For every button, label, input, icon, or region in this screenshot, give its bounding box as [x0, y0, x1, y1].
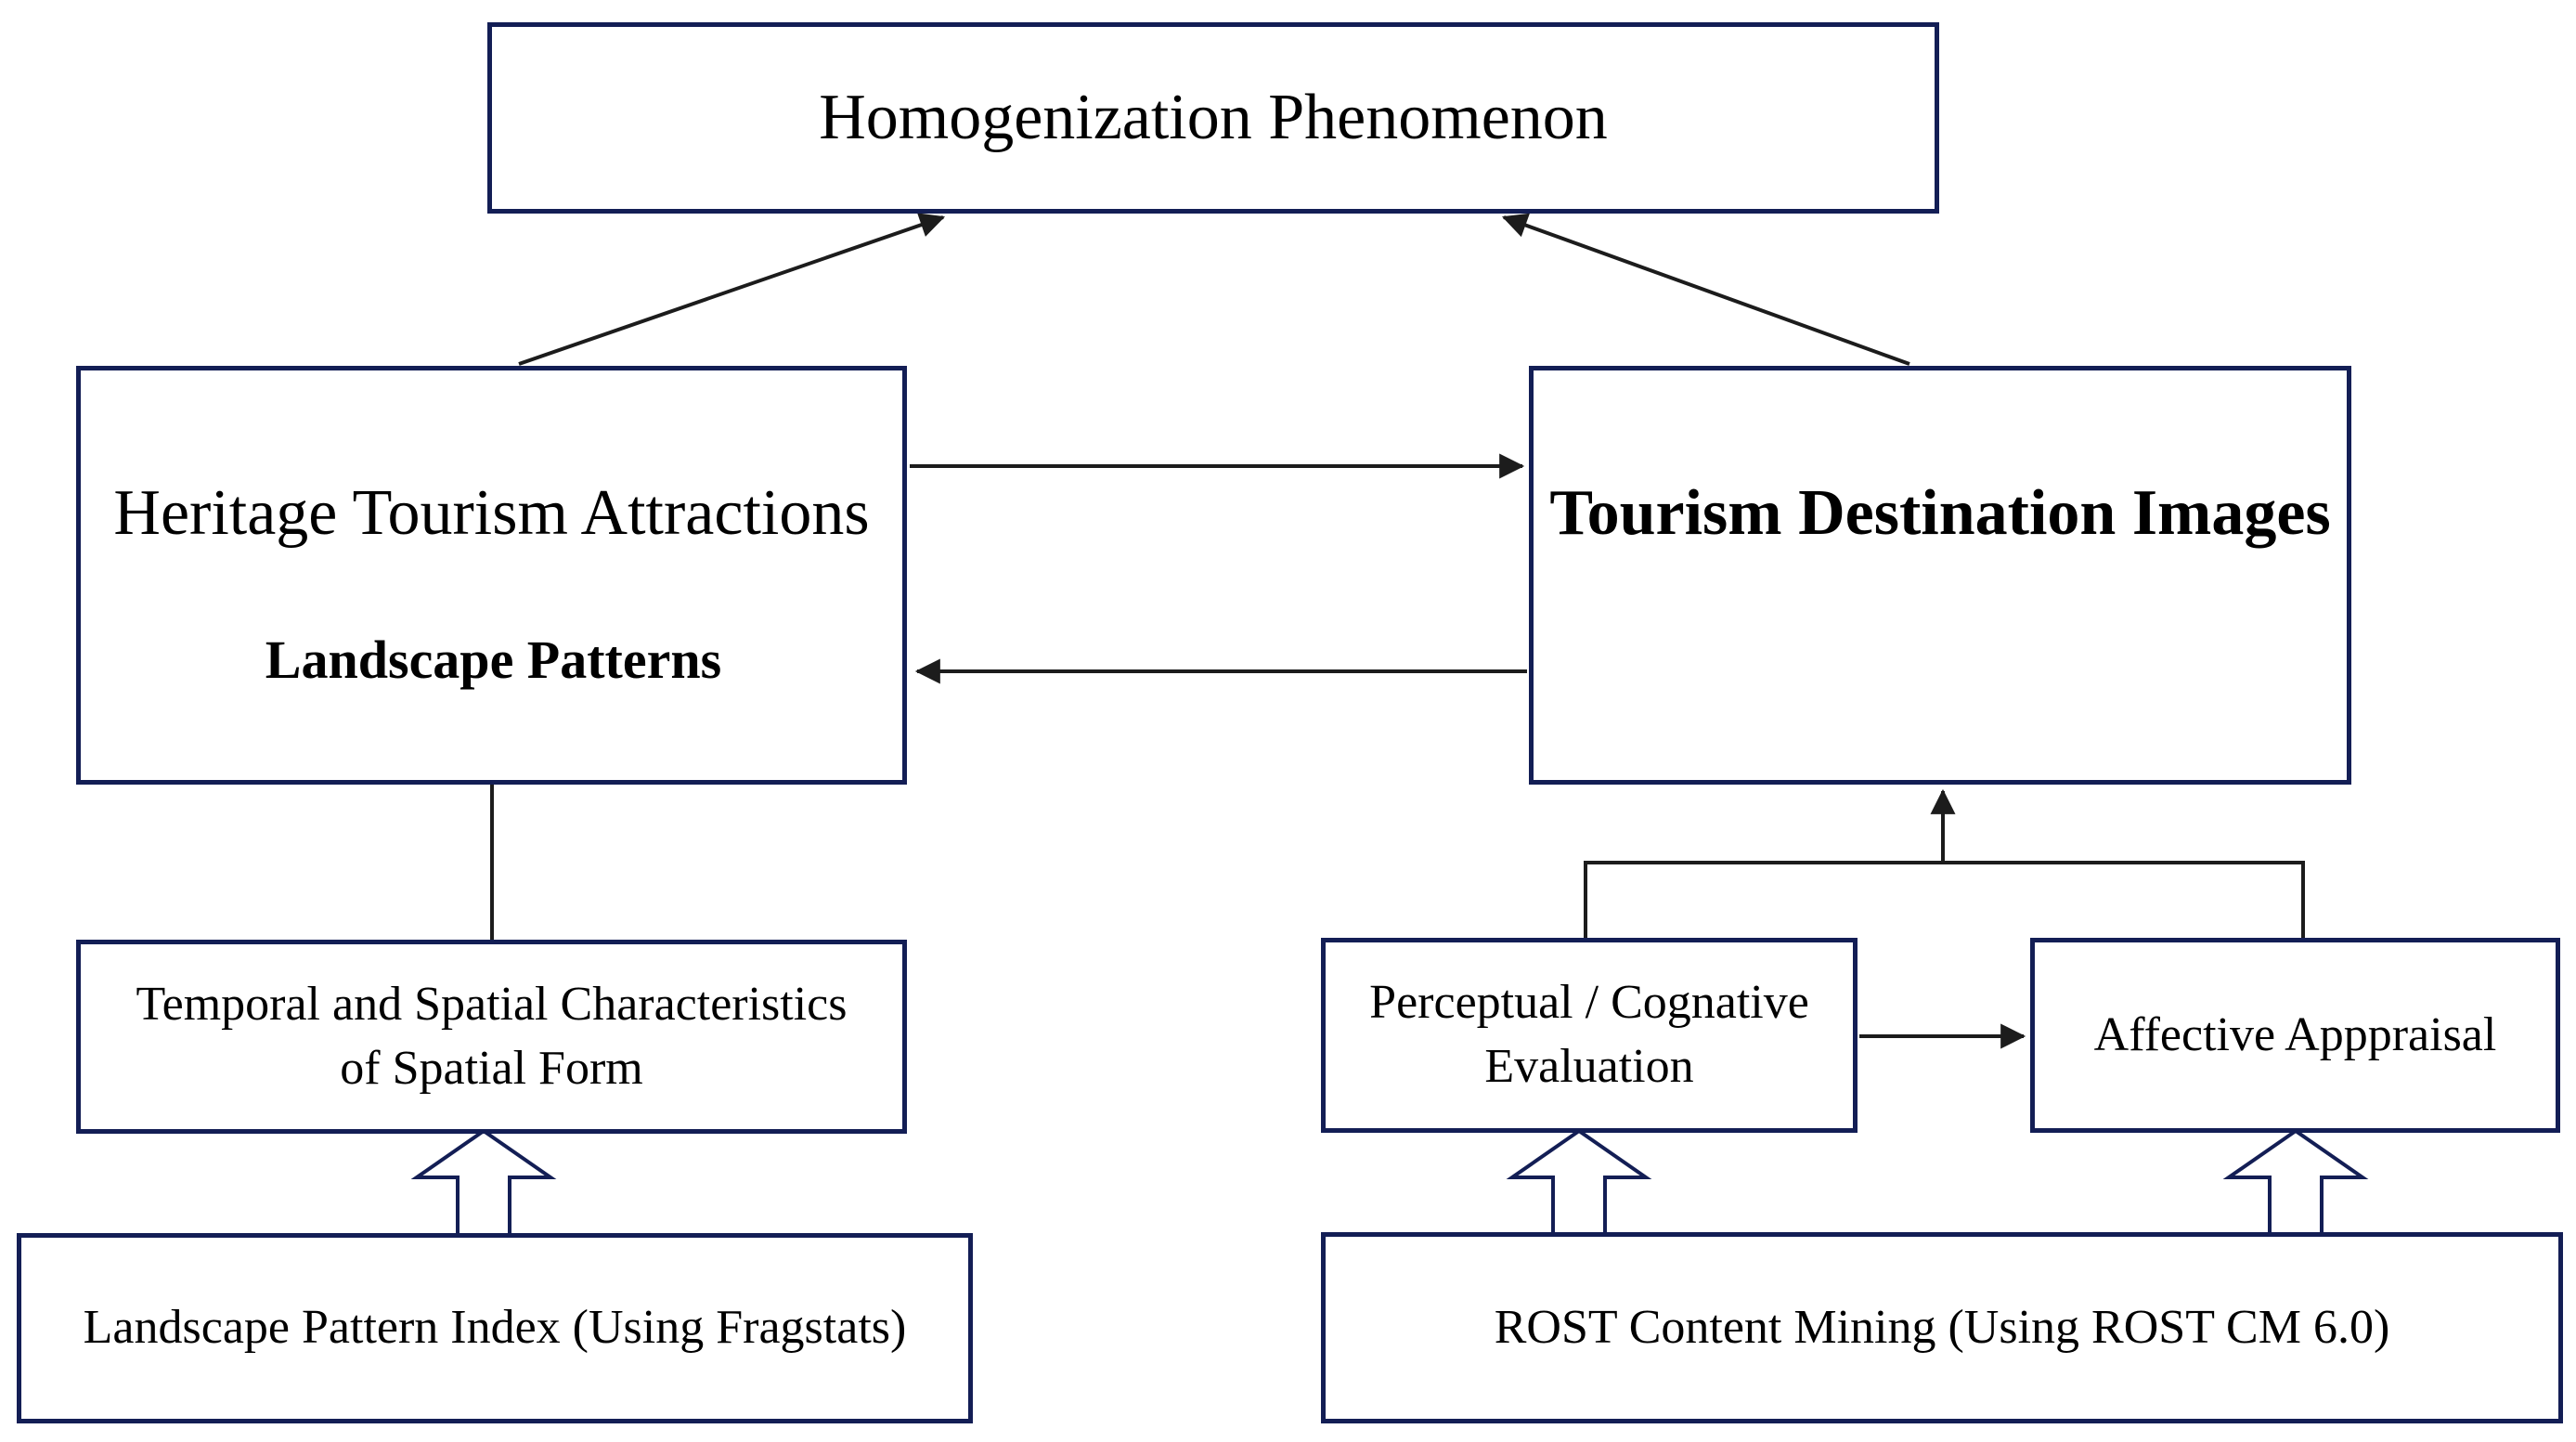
- connector-evaluation-bracket: [1584, 861, 2305, 940]
- arrow-tourism-to-homogenization: [1501, 213, 1910, 366]
- homogenization-phenomenon-box: Homogenization Phenomenon: [487, 22, 1939, 214]
- perceptual-cognative-evaluation-box: Perceptual / Cognative Evaluation: [1321, 938, 1858, 1133]
- homogenization-phenomenon-label: Homogenization Phenomenon: [819, 81, 1608, 153]
- landscape-patterns-box: Landscape Patterns: [220, 599, 767, 721]
- landscape-pattern-index-label: Landscape Pattern Index (Using Fragstats…: [83, 1301, 907, 1355]
- temporal-spatial-line2: of Spatial Form: [340, 1041, 643, 1095]
- perceptual-cognative-line2: Evaluation: [1484, 1040, 1694, 1093]
- landscape-pattern-index-box: Landscape Pattern Index (Using Fragstats…: [17, 1233, 973, 1423]
- temporal-spatial-characteristics-box: Temporal and Spatial Characteristics of …: [76, 940, 907, 1134]
- hollow-arrow-rost-to-perceptual: [1506, 1128, 1652, 1239]
- affective-appraisal-box: Affective Apppraisal: [2030, 938, 2560, 1133]
- heritage-tourism-attractions-box: Heritage Tourism Attractions: [76, 366, 907, 785]
- hollow-arrow-rost-to-affective: [2222, 1128, 2369, 1239]
- arrow-heritage-to-homogenization: [518, 213, 946, 366]
- heritage-tourism-attractions-label: Heritage Tourism Attractions: [113, 477, 870, 549]
- landscape-patterns-label: Landscape Patterns: [265, 630, 722, 690]
- hollow-arrow-lpi-to-temporal: [410, 1128, 557, 1237]
- rost-content-mining-box: ROST Content Mining (Using ROST CM 6.0): [1321, 1232, 2563, 1423]
- affective-appraisal-label: Affective Apppraisal: [2093, 1007, 2497, 1061]
- rost-content-mining-label: ROST Content Mining (Using ROST CM 6.0): [1494, 1300, 2390, 1354]
- perceptual-cognative-line1: Perceptual / Cognative: [1369, 976, 1809, 1030]
- tourism-destination-images-label: Tourism Destination Images: [1549, 477, 2331, 549]
- temporal-spatial-line1: Temporal and Spatial Characteristics: [136, 977, 848, 1031]
- tourism-destination-images-box: Tourism Destination Images: [1529, 366, 2351, 785]
